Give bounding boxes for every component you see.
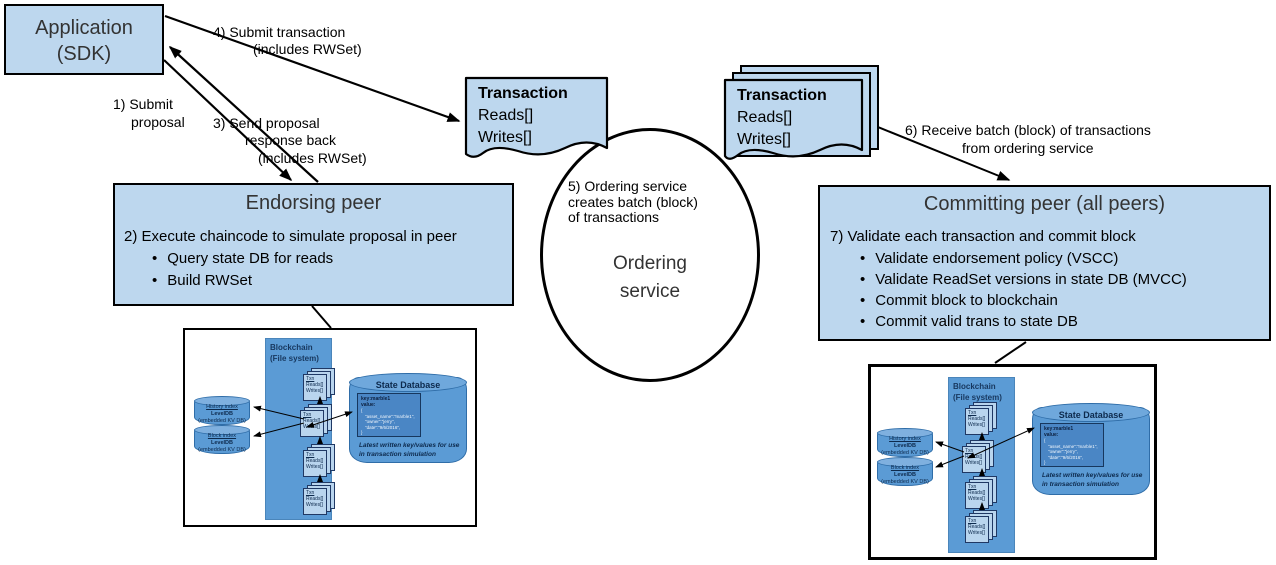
state-database-left: State Database key:marble1 value: { "ass… bbox=[349, 373, 467, 463]
cylinder-top bbox=[877, 457, 933, 467]
label-submit-transaction-line1: 4) Submit transaction bbox=[213, 24, 346, 40]
ordering-note-line1: 5) Ordering service bbox=[568, 178, 688, 194]
label-receive-batch-line2: from ordering service bbox=[962, 140, 1094, 156]
state-db-value-box: key:marble1 value: { "asset_name":"marbl… bbox=[357, 393, 421, 437]
ordering-note-line2: creates batch (block) bbox=[568, 193, 698, 210]
cylinder-top bbox=[1032, 403, 1150, 422]
application-box-line1: Application bbox=[35, 17, 133, 39]
label-submit-proposal-line1: 1) Submit bbox=[113, 96, 173, 112]
block-index-db-left: Block index LevelDB (embedded KV DB) bbox=[194, 425, 250, 454]
endorsing-bullet-2: Build RWSet bbox=[152, 272, 252, 289]
connector-endorser-ledger bbox=[311, 305, 332, 329]
state-db-note: Latest written key/values for use in tra… bbox=[1042, 472, 1143, 488]
cylinder-top bbox=[194, 425, 250, 435]
committing-bullet-3: Commit block to blockchain bbox=[860, 292, 1058, 309]
application-sdk-box: Application (SDK) bbox=[4, 4, 164, 75]
label-send-response-line1: 3) Send proposal bbox=[213, 115, 320, 131]
label-send-response-line3: (includes RWSet) bbox=[258, 150, 367, 166]
ordering-service-circle bbox=[540, 128, 760, 382]
block-index-db-right: Block index LevelDB (embedded KV DB) bbox=[877, 457, 933, 486]
committing-peer-title: Committing peer (all peers) bbox=[923, 193, 1166, 215]
state-database-right: State Database key:marble1 value: { "ass… bbox=[1032, 403, 1150, 495]
state-db-note: Latest written key/values for use in tra… bbox=[359, 442, 460, 458]
ordering-service-name: Ordering service bbox=[613, 253, 687, 302]
cylinder-top bbox=[349, 373, 467, 392]
transaction-stack-text: Transaction Reads[] Writes[] bbox=[737, 87, 827, 148]
committing-bullet-4: Commit valid trans to state DB bbox=[860, 313, 1078, 330]
endorsing-step: 2) Execute chaincode to simulate proposa… bbox=[124, 228, 457, 245]
state-db-value-box: key:marble1 value: { "asset_name":"marbl… bbox=[1040, 423, 1104, 467]
endorsing-bullet-1: Query state DB for reads bbox=[152, 250, 333, 267]
label-send-response-line2: response back bbox=[245, 132, 337, 148]
history-index-db-left: History index LevelDB (embedded KV DB) bbox=[194, 396, 250, 425]
label-submit-proposal-line2: proposal bbox=[131, 114, 185, 130]
history-index-db-right: History index LevelDB (embedded KV DB) bbox=[877, 428, 933, 457]
label-submit-transaction-line2: (includes RWSet) bbox=[253, 41, 362, 57]
transaction-doc-text: Transaction Reads[] Writes[] bbox=[478, 85, 568, 146]
ordering-note-line3: of transactions bbox=[568, 209, 660, 225]
connector-committer-ledger bbox=[994, 341, 1027, 364]
committing-bullet-2: Validate ReadSet versions in state DB (M… bbox=[860, 271, 1187, 288]
cylinder-top bbox=[877, 428, 933, 438]
committing-step: 7) Validate each transaction and commit … bbox=[830, 228, 1136, 245]
label-receive-batch-line1: 6) Receive batch (block) of transactions bbox=[905, 122, 1151, 138]
application-box-line2: (SDK) bbox=[56, 43, 112, 65]
cylinder-top bbox=[194, 396, 250, 406]
committing-bullet-1: Validate endorsement policy (VSCC) bbox=[860, 250, 1118, 267]
endorsing-peer-title: Endorsing peer bbox=[245, 192, 382, 214]
